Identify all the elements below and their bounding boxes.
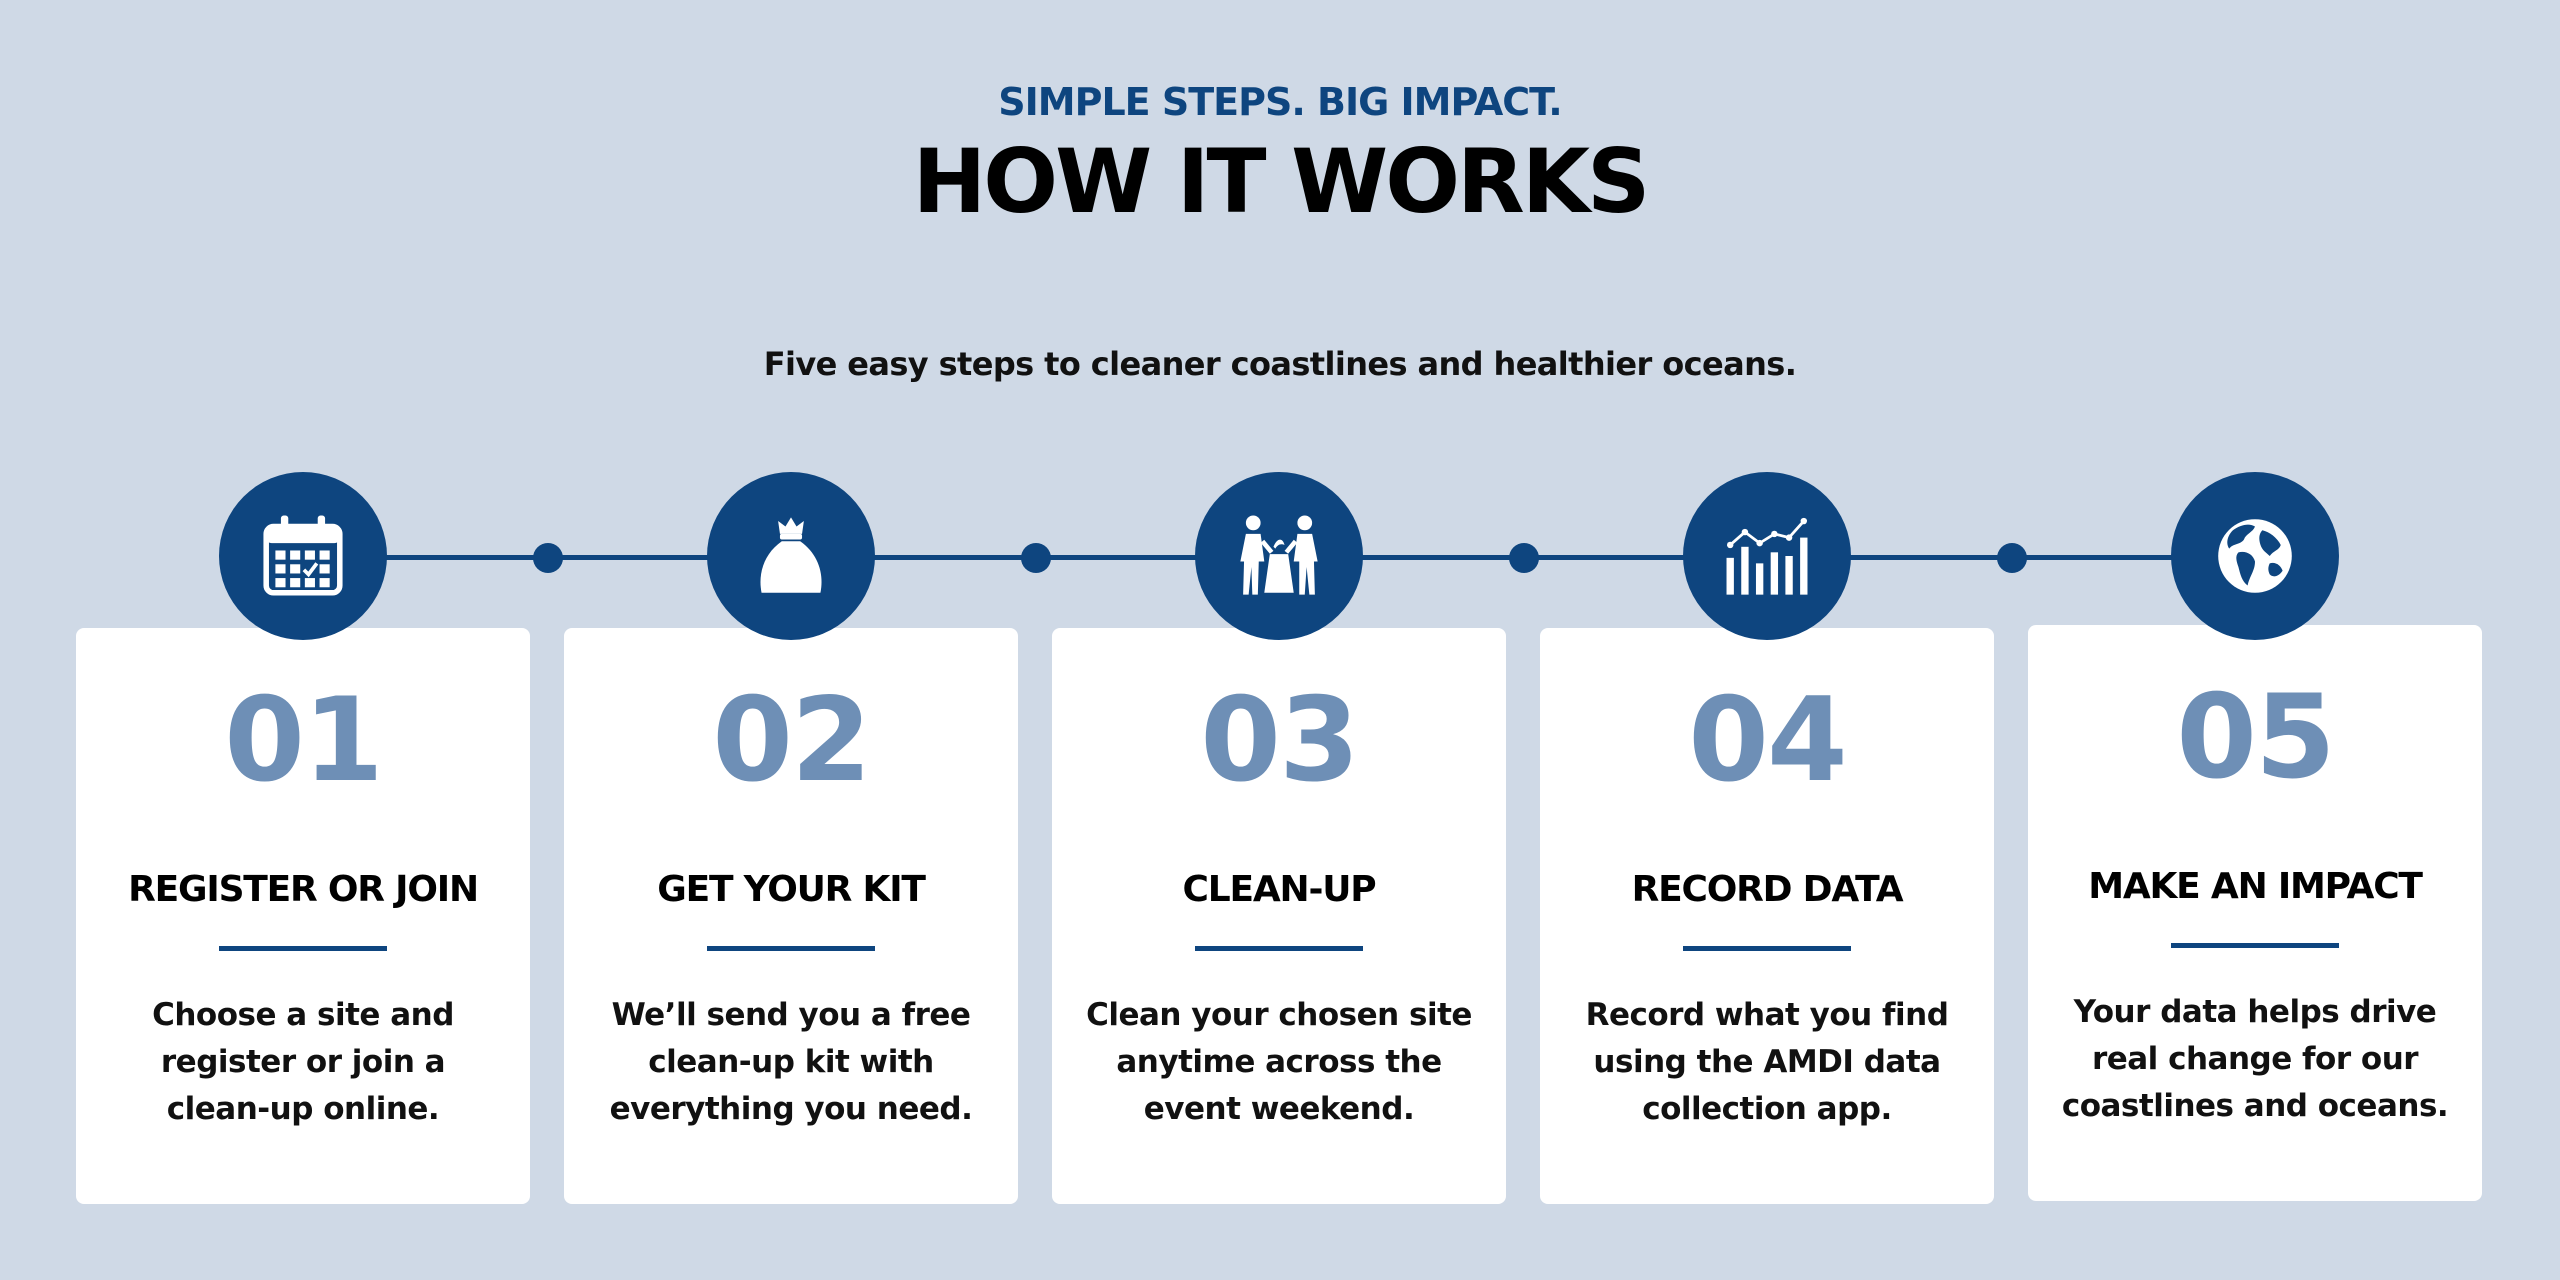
step-title: MAKE AN IMPACT — [2088, 866, 2423, 907]
step-divider — [2171, 943, 2339, 948]
timeline-dot — [533, 543, 563, 573]
volunteers-icon — [1240, 515, 1318, 595]
step-title: CLEAN-UP — [1182, 869, 1377, 910]
timeline-dot — [1021, 543, 1051, 573]
step-icon-circle-3 — [1195, 472, 1363, 640]
step-icon-circle-1 — [219, 472, 387, 640]
eyebrow-heading: SIMPLE STEPS. BIG IMPACT. — [998, 80, 1562, 124]
step-number: 03 — [1200, 673, 1359, 808]
step-title: RECORD DATA — [1631, 869, 1904, 910]
page-subtitle: Five easy steps to cleaner coastlines an… — [763, 345, 1797, 383]
step-description: Choose a site and register or join a cle… — [152, 997, 454, 1127]
step-number: 04 — [1688, 673, 1847, 808]
globe-icon — [2218, 519, 2292, 593]
step-description: Record what you find using the AMDI data… — [1585, 997, 1949, 1127]
bag-icon — [760, 517, 822, 593]
page-title: HOW IT WORKS — [912, 130, 1651, 233]
step-card-1: 01 REGISTER OR JOIN Choose a site and re… — [76, 628, 530, 1204]
step-description: Clean your chosen site anytime across th… — [1086, 997, 1472, 1127]
step-title: REGISTER OR JOIN — [128, 869, 479, 910]
step-icon-circle-2 — [707, 472, 875, 640]
step-divider — [1683, 946, 1851, 951]
step-description: Your data helps drive real change for ou… — [2061, 994, 2449, 1124]
step-number: 01 — [224, 673, 383, 808]
step-icon-circle-4 — [1683, 472, 1851, 640]
step-icon-circle-5 — [2171, 472, 2339, 640]
step-card-4: 04 RECORD DATA Record what you find usin… — [1540, 628, 1994, 1204]
timeline-dot — [1997, 543, 2027, 573]
step-description: We’ll send you a free clean-up kit with … — [609, 997, 973, 1127]
step-divider — [707, 946, 875, 951]
step-divider — [219, 946, 387, 951]
timeline-dot — [1509, 543, 1539, 573]
step-divider — [1195, 946, 1363, 951]
step-title: GET YOUR KIT — [657, 869, 926, 910]
step-card-5: 05 MAKE AN IMPACT Your data helps drive … — [2028, 625, 2482, 1201]
step-card-2: 02 GET YOUR KIT We’ll send you a free cl… — [564, 628, 1018, 1204]
step-number: 02 — [712, 673, 871, 808]
step-number: 05 — [2176, 670, 2335, 805]
bar-chart-icon — [1726, 517, 1808, 595]
calendar-icon — [263, 515, 343, 596]
step-card-3: 03 CLEAN-UP Clean your chosen site anyti… — [1052, 628, 1506, 1204]
